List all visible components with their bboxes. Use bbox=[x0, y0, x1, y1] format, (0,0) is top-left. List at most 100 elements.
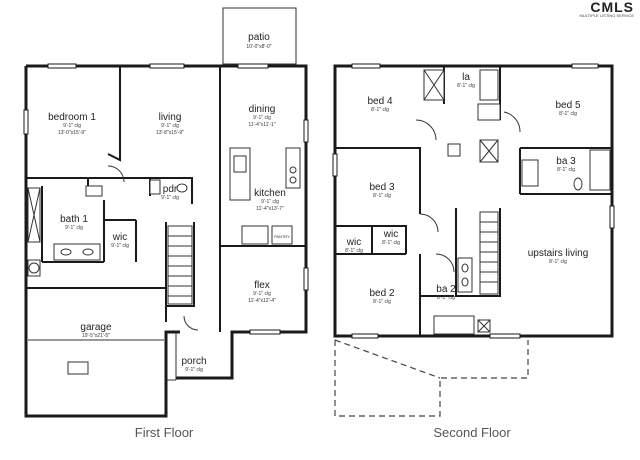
pdr-clg: 9'-1" clg bbox=[161, 195, 179, 201]
porch-clg: 9'-1" clg bbox=[185, 367, 203, 373]
window bbox=[249, 329, 281, 335]
laundry-cross bbox=[423, 69, 445, 101]
porch-wall bbox=[176, 332, 234, 380]
window bbox=[47, 63, 77, 69]
wic-label: wic bbox=[112, 232, 127, 243]
pdr-toilet-icon bbox=[176, 183, 188, 193]
bedroom1-label: bedroom 1 bbox=[48, 112, 96, 123]
bed4-label: bed 4 bbox=[367, 96, 392, 107]
dining-label: dining bbox=[249, 104, 276, 115]
porch-roof-dashed-line bbox=[334, 339, 441, 379]
bed3-clg: 8'-1" clg bbox=[373, 193, 391, 199]
bath1-clg: 9'-1" clg bbox=[65, 225, 83, 231]
bedroom-living-wall bbox=[107, 66, 121, 162]
garage-marker bbox=[67, 361, 89, 375]
door-swing bbox=[415, 119, 437, 141]
garage-wall bbox=[26, 262, 167, 322]
window bbox=[351, 333, 379, 339]
kitchen-island bbox=[229, 147, 251, 201]
ba3-walls bbox=[519, 148, 612, 195]
porch-roof-dashed-outline bbox=[334, 340, 529, 417]
door-swing bbox=[183, 315, 199, 331]
wic-clg: 9'-1" clg bbox=[111, 243, 129, 249]
wic-b-label: wic bbox=[383, 229, 398, 240]
second-floor-caption: Second Floor bbox=[433, 425, 511, 440]
laundry-dryer bbox=[479, 69, 499, 101]
porch-edge bbox=[166, 332, 177, 381]
sink-icon bbox=[82, 248, 94, 256]
patio-label: patio bbox=[248, 32, 270, 43]
window bbox=[149, 63, 185, 69]
pdr-sink bbox=[149, 179, 161, 195]
pdr-label: pdr bbox=[163, 184, 178, 195]
door-swing bbox=[503, 111, 521, 133]
ba3-clg: 8'-1" clg bbox=[557, 167, 575, 173]
bath1-toilet bbox=[85, 185, 103, 197]
flex-dims: 11'-4"x12'-4" bbox=[248, 298, 276, 304]
dining-clg: 9'-1" clg bbox=[253, 115, 271, 121]
bed4-clg: 8'-1" clg bbox=[371, 107, 389, 113]
window bbox=[571, 63, 599, 69]
ba3-vanity bbox=[521, 159, 539, 187]
ba3-tub bbox=[589, 149, 611, 191]
brand-logo: CMLS bbox=[590, 0, 634, 15]
ba2-vanity bbox=[457, 257, 473, 293]
kitchen-clg: 9'-1" clg bbox=[261, 199, 279, 205]
sink-icon bbox=[233, 155, 247, 173]
bed3-label: bed 3 bbox=[369, 182, 394, 193]
bed2-walls bbox=[419, 254, 454, 336]
door-swing bbox=[107, 165, 125, 183]
patio-dims: 10'-0"x8'-0" bbox=[246, 44, 271, 50]
upstairs-living-label: upstairs living bbox=[528, 248, 589, 259]
porch-label: porch bbox=[181, 356, 206, 367]
closet-cross bbox=[479, 139, 499, 163]
door-swing bbox=[419, 213, 439, 233]
attic-access bbox=[447, 143, 461, 157]
bath1-vanity bbox=[53, 243, 101, 261]
bedroom1-clg: 9'-1" clg bbox=[63, 123, 81, 129]
water-heater bbox=[27, 259, 41, 277]
toilet-icon bbox=[573, 177, 583, 191]
linen-closet bbox=[477, 103, 501, 121]
bed2-label: bed 2 bbox=[369, 288, 394, 299]
pdr-wall bbox=[150, 177, 193, 204]
kitchen-label: kitchen bbox=[254, 188, 286, 199]
dining-dims: 11'-4"x11'-1" bbox=[248, 122, 275, 128]
bedroom1-dims: 13'-0"x15'-9" bbox=[58, 130, 86, 136]
bed2-clg: 8'-1" clg bbox=[373, 299, 391, 305]
living-dims: 13'-8"x15'-9" bbox=[156, 130, 184, 136]
bed5-label: bed 5 bbox=[555, 100, 580, 111]
flex-clg: 9'-1" clg bbox=[253, 291, 271, 297]
brand-logo-subtext: MULTIPLE LISTING SERVICE bbox=[579, 13, 634, 18]
counter bbox=[285, 147, 301, 189]
ba3-label: ba 3 bbox=[556, 156, 576, 167]
window bbox=[332, 153, 338, 177]
living-clg: 9'-1" clg bbox=[161, 123, 179, 129]
window bbox=[303, 119, 309, 143]
upstairs-living-clg: 8'-1" clg bbox=[549, 259, 567, 265]
window bbox=[489, 333, 521, 339]
wic-a-label: wic bbox=[346, 237, 361, 248]
garage-label: garage bbox=[80, 322, 112, 333]
wic-a-clg: 8'-1" clg bbox=[345, 248, 363, 254]
kitchen-dims: 11'-4"x13'-7" bbox=[256, 206, 284, 212]
sink-icon bbox=[461, 263, 469, 273]
first-floor-caption: First Floor bbox=[135, 425, 194, 440]
second-floor-exterior-wall bbox=[333, 64, 614, 338]
pantry-label: PANTRY bbox=[274, 234, 290, 239]
la-label: la bbox=[462, 72, 470, 83]
second-floor-plan: bed 4 8'-1" clg la 8'-1" clg bed 5 8'-1"… bbox=[332, 63, 615, 417]
sink-icon bbox=[60, 248, 72, 256]
water-heater-icon bbox=[28, 262, 40, 274]
window bbox=[609, 205, 615, 229]
ba2-clg: 8'-1" clg bbox=[437, 295, 455, 301]
hvac-cross bbox=[477, 319, 491, 333]
living-label: living bbox=[159, 112, 182, 123]
wic-b-clg: 8'-1" clg bbox=[382, 240, 400, 246]
refrigerator bbox=[241, 225, 269, 245]
wic-walls bbox=[335, 225, 407, 255]
bed4-bed3-wall bbox=[335, 147, 421, 214]
range-icon bbox=[289, 166, 297, 174]
ba2-tub bbox=[433, 315, 475, 335]
